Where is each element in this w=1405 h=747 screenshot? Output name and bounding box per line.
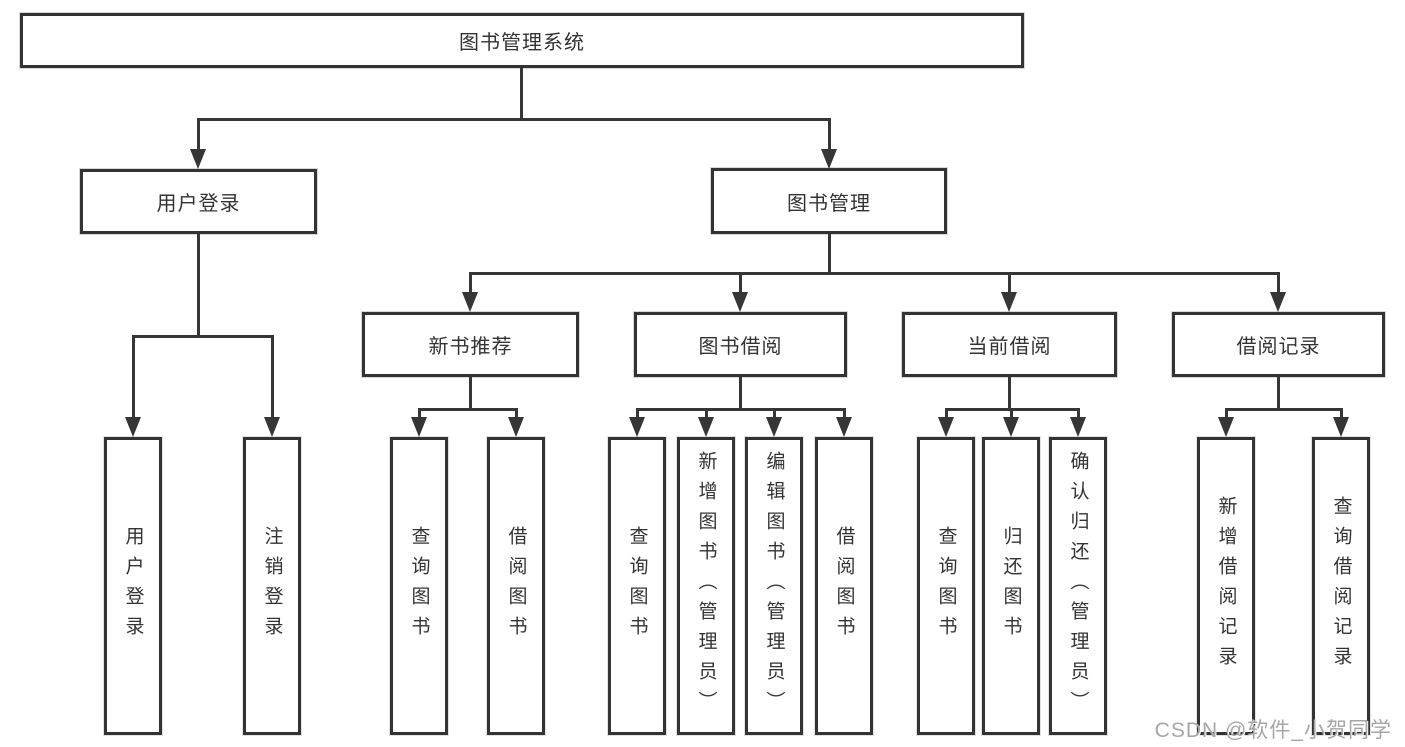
connector-drop-query-record [1340,408,1343,420]
connector-book-management-stem [828,234,831,274]
arrow-return-book [1003,417,1019,437]
connector-book-management-rail [469,272,1280,275]
arrow-book-management [821,149,837,169]
arrow-query-borrow [629,417,645,437]
node-query-books-current: 查询图书 [917,437,975,735]
connector-book-borrow-stem [739,377,742,408]
node-query-books-recommend: 查询图书 [390,437,448,735]
connector-root-rail [197,118,831,121]
arrow-borrow-recommend [508,417,524,437]
arrow-logout [264,417,280,437]
connector-drop-new-book [469,272,472,296]
arrow-borrow-leaf [836,417,852,437]
arrow-new-book [462,292,478,312]
connector-root-stem [520,68,523,120]
connector-drop-add-book [705,408,708,420]
connector-current-borrow-stem [1008,377,1011,408]
connector-drop-current-borrow [1008,272,1011,296]
connector-drop-borrow-recommend [515,408,518,420]
csdn-watermark: CSDN @软件_小贺同学 [1154,719,1392,742]
connector-drop-borrow-leaf [843,408,846,420]
node-borrow-books-recommend: 借阅图书 [487,437,545,735]
node-book-borrow: 图书借阅 [634,312,847,377]
node-user-login-leaf: 用户登录 [104,437,162,735]
arrow-add-book [698,417,714,437]
node-user-login: 用户登录 [80,169,317,234]
connector-drop-query-recommend [418,408,421,420]
connector-drop-edit-book [773,408,776,420]
connector-new-book-rail [418,408,518,411]
node-query-borrow-record: 查询借阅记录 [1312,437,1370,735]
arrow-user-login [190,149,206,169]
node-borrow-records: 借阅记录 [1172,312,1385,377]
connector-drop-user-login [197,118,200,158]
connector-drop-query-borrow [636,408,639,420]
node-return-book: 归还图书 [982,437,1040,735]
connector-user-login-rail [132,335,273,338]
node-new-book-recommend: 新书推荐 [362,312,579,377]
connector-borrow-records-rail [1225,408,1343,411]
arrow-user-login-leaf [125,417,141,437]
node-add-book-admin: 新增图书（管理员） [677,437,735,735]
node-logout: 注销登录 [243,437,301,735]
arrow-confirm-return [1070,417,1086,437]
arrow-add-record [1218,417,1234,437]
node-library-management-system: 图书管理系统 [20,13,1024,68]
arrow-book-borrow [732,292,748,312]
connector-new-book-stem [469,377,472,408]
arrow-borrow-records [1270,292,1286,312]
node-book-management: 图书管理 [711,168,947,234]
connector-borrow-records-stem [1277,377,1280,408]
connector-drop-query-current [945,408,948,420]
connector-drop-logout [271,335,274,420]
arrow-query-recommend [411,417,427,437]
connector-drop-book-borrow [739,272,742,296]
connector-drop-borrow-records [1277,272,1280,296]
connector-drop-return-book [1010,408,1013,420]
connector-user-login-stem [197,234,200,335]
arrow-query-record [1333,417,1349,437]
arrow-edit-book [766,417,782,437]
connector-drop-user-login-leaf [132,335,135,420]
node-confirm-return-admin: 确认归还（管理员） [1049,437,1107,735]
connector-drop-add-record [1225,408,1228,420]
connector-book-borrow-rail [636,408,845,411]
node-borrow-books-leaf: 借阅图书 [815,437,873,735]
connector-drop-book-management [828,118,831,158]
node-add-borrow-record: 新增借阅记录 [1197,437,1255,735]
node-current-borrow: 当前借阅 [902,312,1117,377]
arrow-query-current [938,417,954,437]
node-query-books-borrow: 查询图书 [608,437,666,735]
arrow-current-borrow [1001,292,1017,312]
connector-drop-confirm-return [1077,408,1080,420]
node-edit-book-admin: 编辑图书（管理员） [745,437,803,735]
